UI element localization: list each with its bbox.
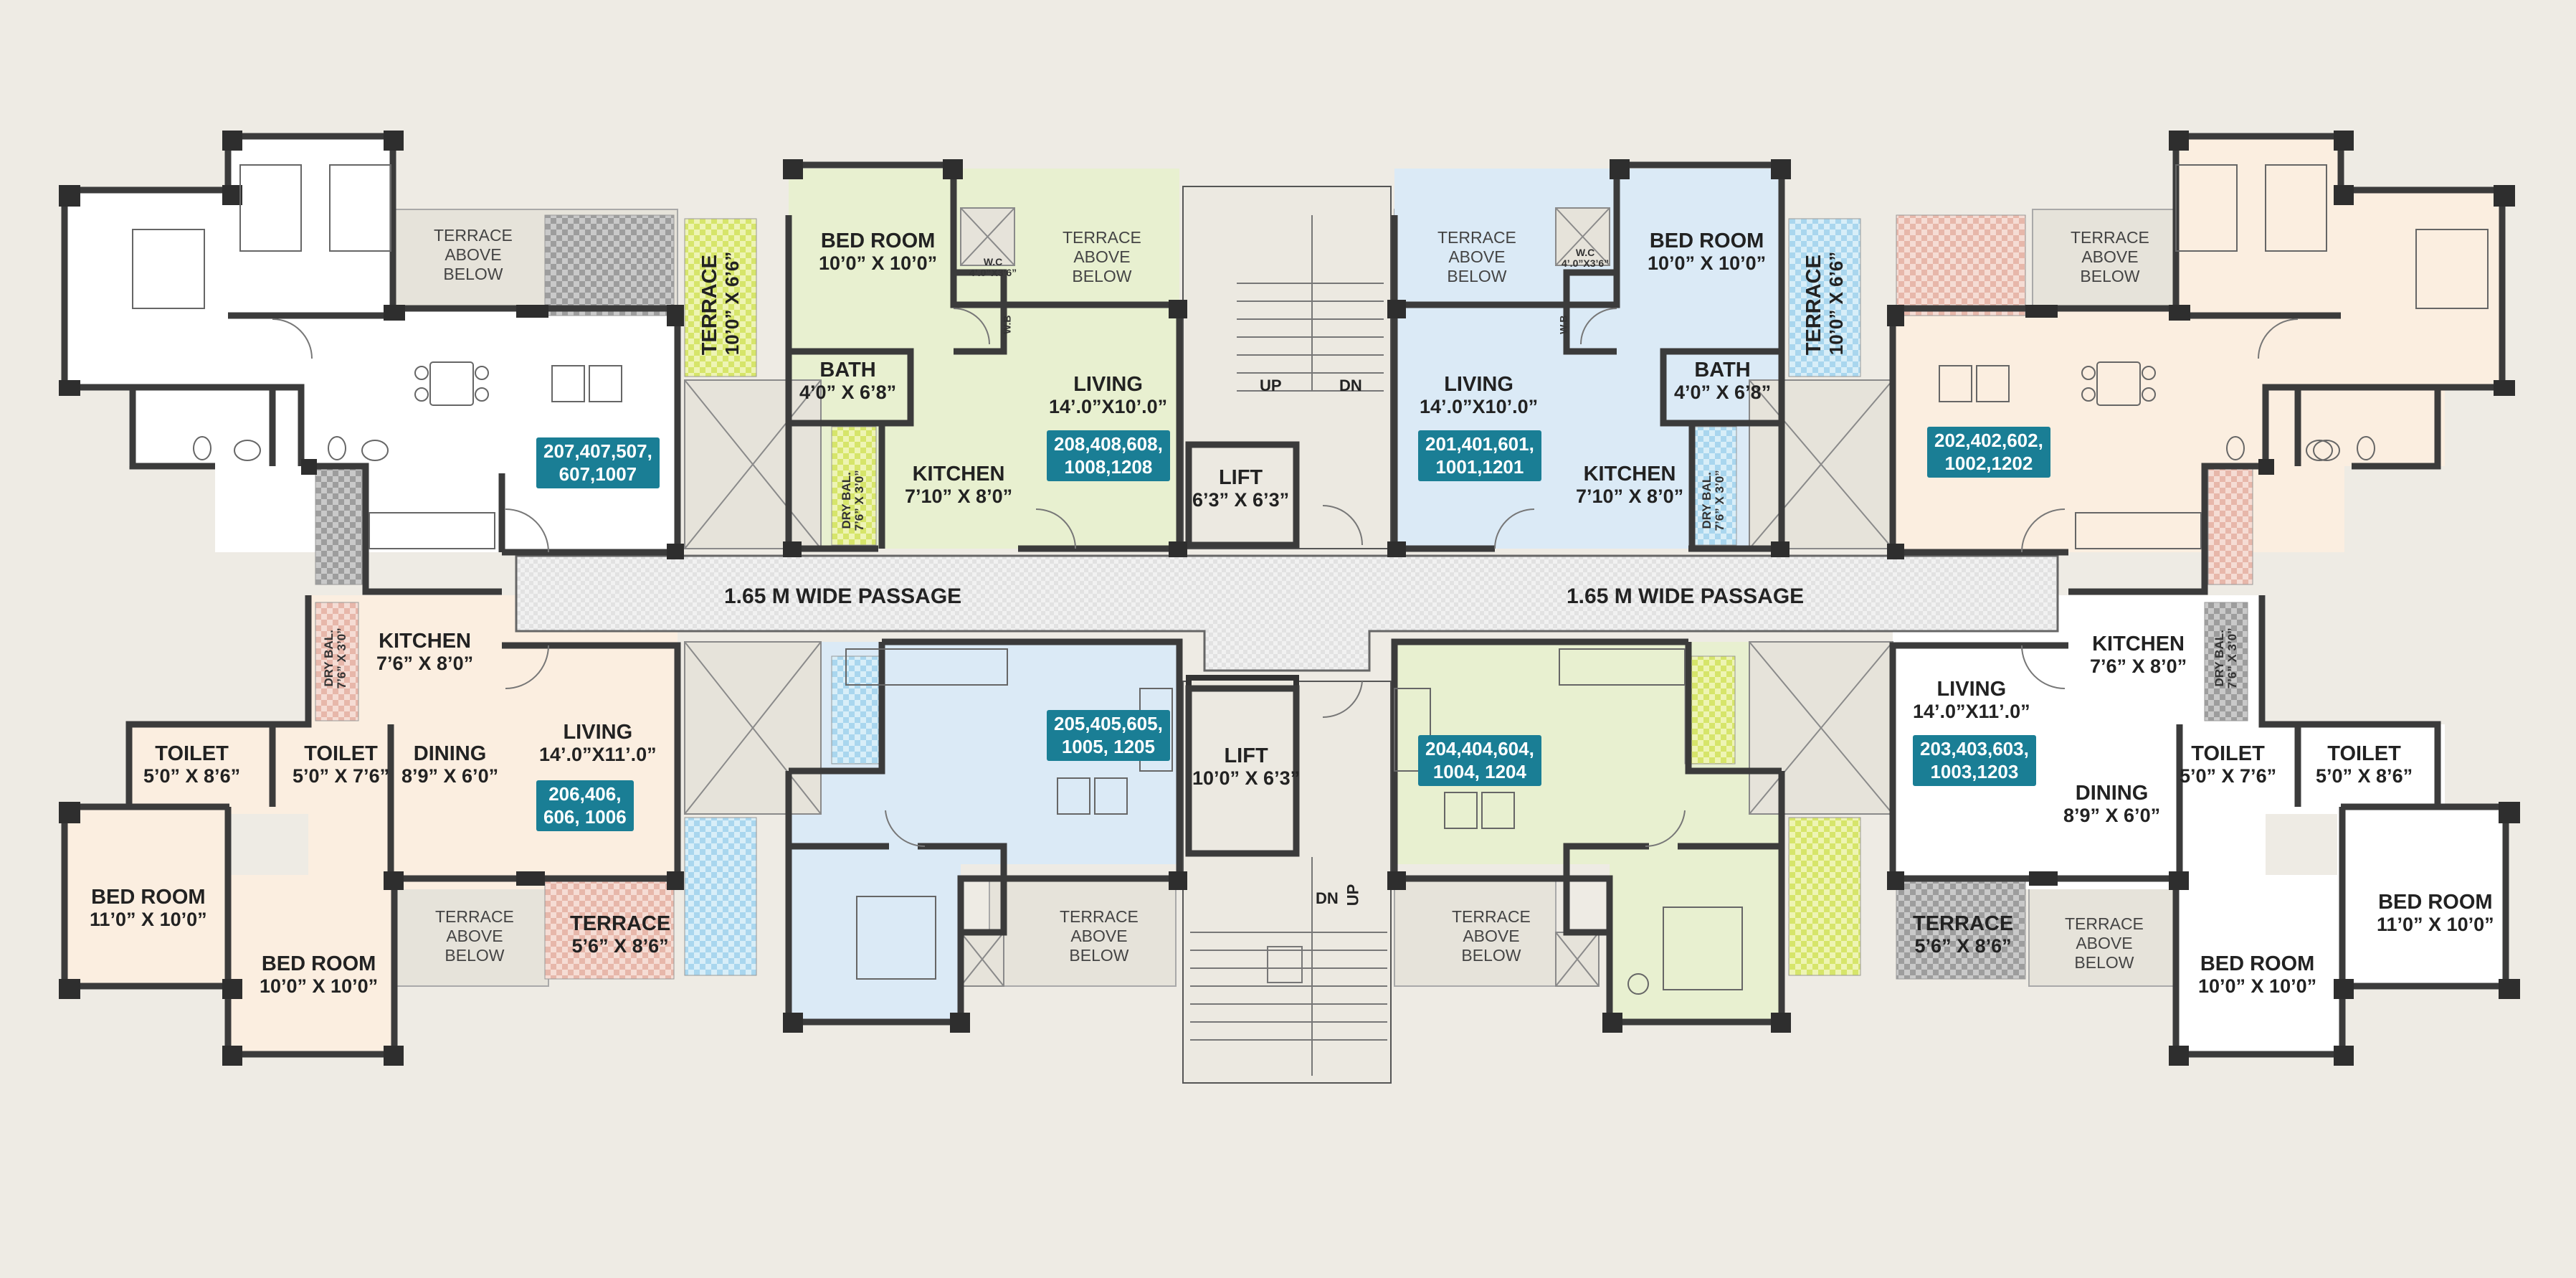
wb-label-right: W.B — [1557, 315, 1569, 334]
door-swings — [272, 308, 2299, 848]
flat-number-badge-201: 201,401,601, 1001,1201 — [1418, 430, 1541, 482]
columns — [59, 131, 2520, 1066]
dry-balcony-cl: DRY BAL.7’6” X 3’0” — [840, 470, 866, 531]
stair-dn-label: DN — [1339, 377, 1362, 394]
flat-number-badge-202: 202,402,602, 1002,1202 — [1927, 427, 2050, 478]
wb-label-left: W.B — [1001, 315, 1013, 334]
furniture — [132, 164, 2489, 995]
flat-number-badge-206: 206,406, 606, 1006 — [536, 780, 634, 832]
stair-up-label-lower: UP — [1344, 884, 1362, 907]
flat-fills — [65, 136, 2506, 1054]
central-passage — [515, 554, 2059, 672]
dry-balcony-cr: DRY BAL.7’6” X 3’0” — [1700, 470, 1726, 531]
flat-number-badge-208: 208,408,608, 1008,1208 — [1047, 430, 1170, 482]
stair-up-label: UP — [1260, 377, 1282, 394]
dry-balcony-left: DRY BAL.7’6” X 3’0” — [322, 628, 348, 689]
flat-number-badge-203: 203,403,603, 1003,1203 — [1913, 735, 2036, 787]
flat-number-badge-207: 207,407,507, 607,1007 — [536, 437, 660, 489]
patterned-terraces — [315, 214, 2253, 980]
dry-balcony-right: DRY BAL.7’6” X 3’0” — [2213, 628, 2239, 689]
passage-label-right: 1.65 M WIDE PASSAGE — [1567, 584, 1805, 608]
stair-core — [1182, 186, 1392, 1084]
stair-dn-label-lower: DN — [1316, 889, 1339, 907]
stair-treads — [1190, 215, 1387, 1076]
flat-number-badge-205: 205,405,605, 1005, 1205 — [1047, 710, 1170, 762]
flat-number-badge-204: 204,404,604, 1004, 1204 — [1418, 735, 1541, 787]
passage-label-left: 1.65 M WIDE PASSAGE — [724, 584, 962, 608]
